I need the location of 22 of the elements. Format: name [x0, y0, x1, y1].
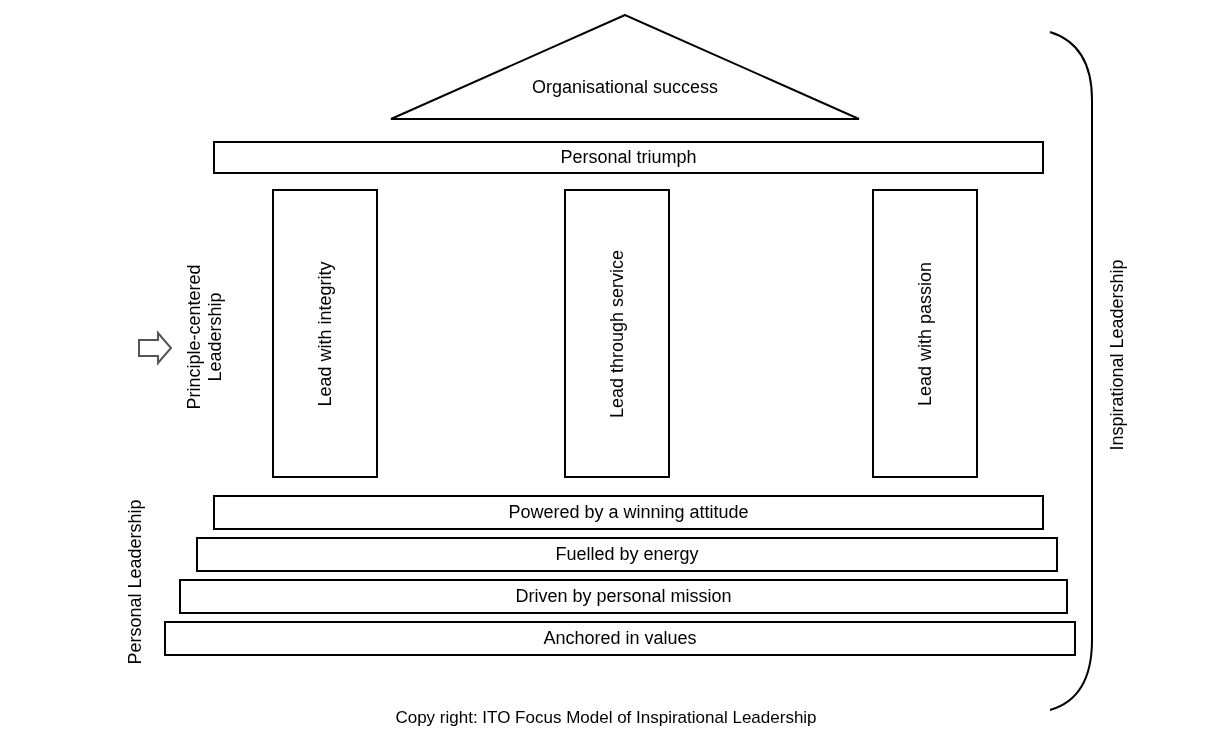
roof-triangle: [390, 14, 860, 120]
pillar-box: [564, 189, 670, 478]
step-box: [213, 141, 1044, 174]
node-text: Fuelled by energy: [555, 544, 699, 565]
node-text: Organisational success: [531, 77, 719, 98]
caption: Copy right: ITO Focus Model of Inspirational Leadership: [394, 708, 818, 728]
side-label: Principle-centered Leadership: [184, 263, 226, 412]
node-text: Anchored in values: [543, 628, 697, 649]
step-box: [213, 495, 1044, 530]
pillar-box: [272, 189, 378, 478]
node-text: Driven by personal mission: [515, 586, 732, 607]
node-text: Lead with integrity: [314, 260, 336, 407]
side-label: Personal Leadership: [124, 499, 146, 665]
side-label: Inspirational Leadership: [1106, 259, 1128, 451]
step-box: [164, 621, 1076, 656]
pillar-box: [872, 189, 978, 478]
node-text: Powered by a winning attitude: [508, 502, 749, 523]
node-text: Lead with passion: [914, 261, 936, 406]
step-box: [179, 579, 1068, 614]
step-box: [196, 537, 1058, 572]
node-text: Lead through service: [606, 249, 628, 418]
node-text: Personal triumph: [560, 147, 697, 168]
